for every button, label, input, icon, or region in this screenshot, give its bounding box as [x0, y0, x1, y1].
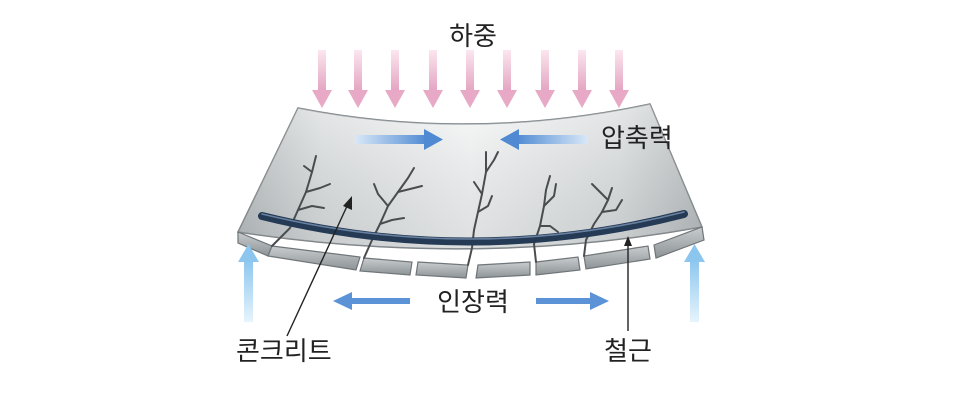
crack-line	[477, 195, 493, 213]
support-arrow-left	[238, 244, 259, 322]
load-arrow-icon	[385, 50, 405, 108]
beam-bottom-segment	[535, 256, 581, 276]
beam-bottom-segment	[653, 226, 705, 259]
crack-line	[539, 225, 559, 233]
beam-bottom-segments	[237, 226, 705, 279]
beam-bottom-segment	[415, 261, 469, 279]
crack-line	[485, 151, 499, 173]
compression-arrow-left	[355, 129, 443, 150]
crack-line	[373, 183, 389, 207]
beam-bottom-segment	[475, 261, 531, 279]
crack-line	[297, 205, 325, 211]
crack-line	[397, 185, 423, 193]
beam-bottom-segment	[267, 245, 361, 271]
compression-label: 압축력	[601, 124, 673, 154]
tension-label: 인장력	[437, 288, 509, 318]
crack-line	[379, 217, 405, 225]
compression-arrow-right	[500, 129, 588, 150]
compression-arrows	[355, 129, 588, 150]
beam-bottom-segment	[359, 257, 413, 276]
crack-line	[583, 187, 613, 257]
beam-bottom-segment	[583, 245, 651, 270]
rebar-label: 철근	[604, 337, 652, 367]
load-arrow-icon	[497, 50, 517, 108]
load-arrow-icon	[609, 50, 629, 108]
crack-line	[271, 155, 317, 247]
load-label: 하중	[449, 22, 497, 52]
crack-line	[591, 183, 609, 201]
crack-line	[305, 183, 331, 193]
cracks	[271, 151, 623, 266]
rebar-bar	[258, 210, 688, 246]
load-arrow-icon	[572, 50, 592, 108]
load-arrow-icon	[423, 50, 443, 108]
crack-line	[533, 175, 551, 263]
load-arrow-icon	[460, 50, 480, 108]
crack-line	[543, 183, 557, 207]
crack-line	[303, 165, 313, 173]
load-arrow-icon	[312, 50, 332, 108]
concrete-label: 콘크리트	[236, 337, 332, 367]
crack-line	[601, 199, 623, 213]
load-arrows	[312, 50, 629, 108]
concrete-leader-line	[286, 203, 349, 337]
crack-line	[473, 181, 483, 195]
tension-arrow	[333, 292, 609, 310]
load-arrow-icon	[535, 50, 555, 108]
load-arrow-icon	[348, 50, 368, 108]
support-arrow-right	[684, 244, 705, 322]
